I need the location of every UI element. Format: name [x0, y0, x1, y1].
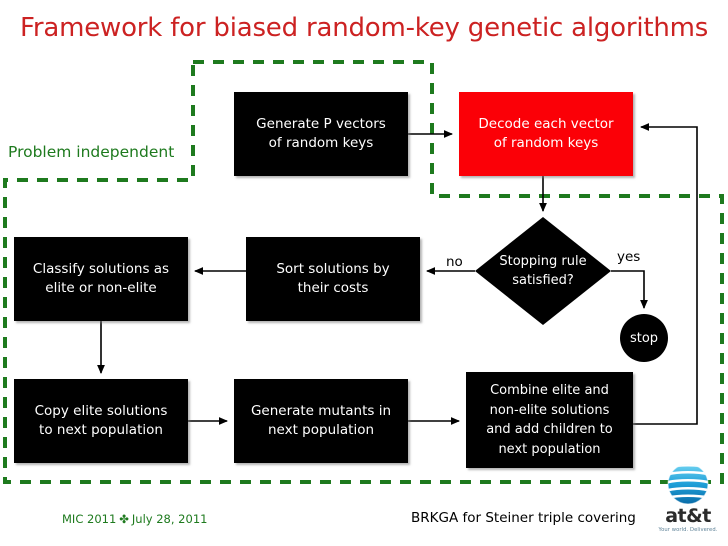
edge-combine-to-decode	[633, 123, 698, 425]
att-globe-icon	[667, 463, 709, 505]
node-sort-solutions[interactable]: Sort solutions by their costs	[246, 237, 420, 321]
node-stopping-rule-decision[interactable]: Stopping rule satisfied?	[475, 217, 611, 325]
node-generate-vectors[interactable]: Generate P vectors of random keys	[234, 92, 408, 176]
node-label: Classify solutions as elite or non-elite	[32, 261, 170, 296]
footer-separator-icon: ✤	[119, 512, 129, 526]
edge-label-no: no	[446, 254, 463, 270]
page-title: Framework for biased random-key genetic …	[20, 13, 709, 43]
att-wordmark: at&t	[665, 505, 711, 527]
node-label: Generate P vectors of random keys	[256, 116, 386, 151]
node-label: Copy elite solutions to next population	[34, 403, 168, 438]
node-copy-elite-solutions[interactable]: Copy elite solutions to next population	[14, 379, 188, 463]
node-label: Combine elite and non-elite solutions an…	[486, 383, 613, 457]
node-combine-solutions[interactable]: Combine elite and non-elite solutions an…	[466, 372, 633, 468]
att-tagline: Your world. Delivered.	[658, 527, 718, 533]
node-label: Stopping rule satisfied?	[499, 254, 587, 288]
node-label: stop	[629, 330, 659, 346]
node-label: Decode each vector of random keys	[478, 116, 614, 151]
att-logo: at&t Your world. Delivered.	[654, 462, 722, 540]
footer-conference: MIC 2011	[62, 512, 117, 526]
node-label: Generate mutants in next population	[250, 403, 392, 438]
node-label: Sort solutions by their costs	[276, 261, 390, 296]
footer-date: July 28, 2011	[131, 512, 208, 526]
edge-label-yes: yes	[617, 249, 641, 265]
edge-decision-to-stop	[611, 270, 648, 309]
footer-center-title: BRKGA for Steiner triple covering	[411, 510, 636, 526]
region-label: Problem independent	[8, 143, 175, 161]
node-generate-mutants[interactable]: Generate mutants in next population	[234, 379, 408, 463]
footer-left: MIC 2011✤July 28, 2011	[62, 512, 207, 526]
node-stop[interactable]: stop	[620, 314, 668, 362]
node-classify-solutions[interactable]: Classify solutions as elite or non-elite	[14, 237, 188, 321]
node-decode-vectors[interactable]: Decode each vector of random keys	[459, 92, 633, 176]
